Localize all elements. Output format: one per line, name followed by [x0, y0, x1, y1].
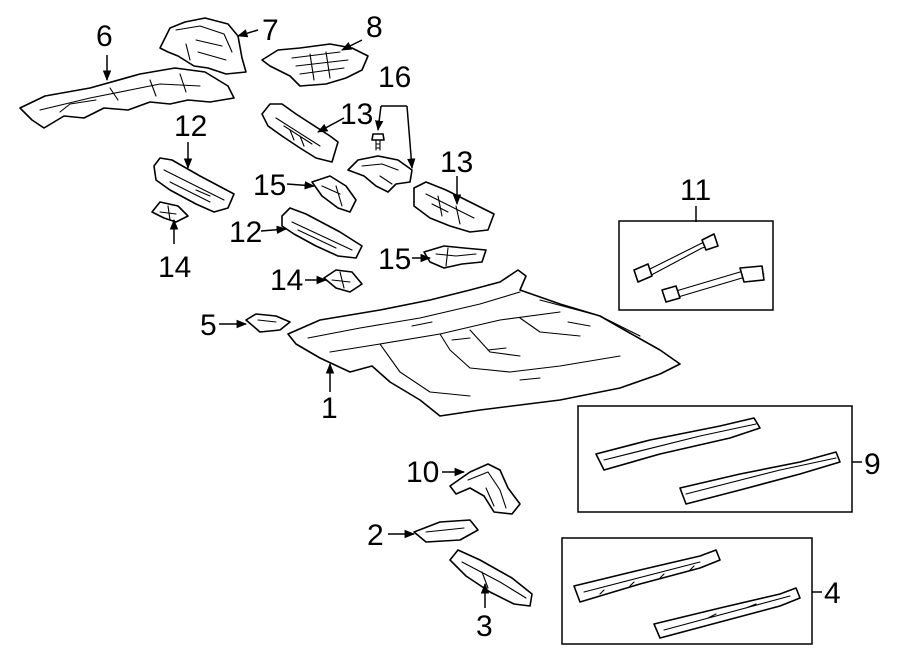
callout-2: 2: [367, 519, 384, 552]
part-4-frame: [561, 537, 813, 645]
part-12-lower-channel[interactable]: [281, 207, 363, 259]
part-7-heat-shield[interactable]: [159, 17, 247, 75]
part-1-floor-pan[interactable]: [287, 269, 681, 417]
part-6-rear-floor[interactable]: [19, 67, 235, 129]
part-15-lower-bracket[interactable]: [423, 245, 487, 269]
callout-11: 11: [680, 174, 711, 207]
callout-15-upper: 15: [253, 169, 286, 202]
part-8-heat-shield[interactable]: [261, 43, 369, 87]
callout-8: 8: [366, 11, 383, 44]
callout-13-right: 13: [440, 146, 473, 179]
callout-14-left: 14: [158, 251, 191, 284]
part-9-rocker-group[interactable]: [577, 405, 853, 513]
part-3-member[interactable]: [449, 549, 533, 607]
part-13-right-crossmember[interactable]: [413, 181, 495, 233]
callout-13-upper: 13: [340, 98, 373, 131]
part-15-upper-bracket[interactable]: [311, 175, 357, 213]
callout-9: 9: [864, 448, 881, 481]
part-9-frame: [577, 405, 853, 513]
part-5-patch[interactable]: [245, 313, 291, 333]
leader-lines: [102, 29, 862, 608]
callout-1: 1: [321, 392, 338, 425]
part-2-plate[interactable]: [413, 519, 479, 543]
part-16-bracket[interactable]: [347, 133, 413, 193]
callout-15-lower: 15: [378, 243, 411, 276]
callout-labels: 6 7 8 16 13 13 12 15 14 12 15 14 5 1 11 …: [96, 11, 881, 643]
callout-7: 7: [262, 14, 279, 47]
part-14-lower-bracket[interactable]: [323, 269, 363, 293]
part-11-rod-group[interactable]: [618, 220, 774, 311]
callout-14-lower: 14: [270, 264, 303, 297]
part-11-frame: [618, 220, 774, 311]
part-13-upper-crossmember[interactable]: [261, 103, 339, 163]
part-4-sill-group[interactable]: [561, 537, 813, 645]
callout-12-upper: 12: [174, 110, 207, 143]
part-14-left-bracket[interactable]: [151, 201, 189, 223]
callout-4: 4: [824, 577, 841, 610]
callout-3: 3: [476, 610, 493, 643]
callout-6: 6: [96, 20, 113, 53]
callout-12-lower: 12: [229, 216, 262, 249]
callout-10: 10: [406, 456, 439, 489]
part-10-brace[interactable]: [449, 463, 521, 515]
callout-5: 5: [200, 309, 217, 342]
part-12-upper-channel[interactable]: [153, 157, 235, 213]
callout-16: 16: [378, 61, 411, 94]
